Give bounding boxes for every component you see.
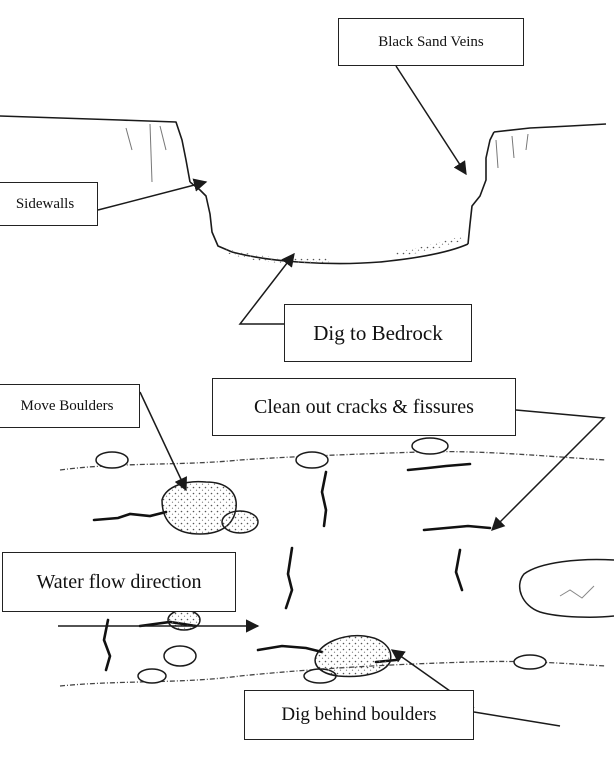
pebble [411, 437, 449, 455]
right-wall-cracks [495, 133, 529, 169]
large-boulder [161, 480, 237, 535]
bedrock-arrow [238, 252, 295, 325]
bedrock-gravel [224, 248, 330, 264]
pebble [95, 451, 129, 469]
crack [320, 470, 328, 528]
crack [454, 548, 464, 592]
dig-to-bedrock-label: Dig to Bedrock [284, 304, 472, 362]
dig-behind-boulders-label: Dig behind boulders [244, 690, 474, 740]
upper-bank-line [59, 450, 607, 471]
clean-cracks-arrow [491, 409, 606, 531]
small-boulder [221, 510, 259, 534]
crack [284, 546, 294, 610]
left-wall-cracks [125, 123, 167, 183]
pebble [167, 609, 201, 631]
crack [256, 644, 324, 654]
right-sidewall [467, 131, 495, 245]
black-sand-deposit [396, 236, 464, 256]
sidewalls-arrow [97, 178, 208, 211]
crack [406, 462, 472, 472]
crack [422, 524, 492, 532]
crack [92, 510, 168, 522]
dig-behind-arrow-2 [473, 711, 561, 727]
crack [102, 618, 112, 672]
move-boulders-label: Move Boulders [0, 384, 140, 428]
clean-out-cracks-label: Clean out cracks & fissures [212, 378, 516, 436]
right-ground-surface [493, 123, 607, 133]
sidewalls-label: Sidewalls [0, 182, 98, 226]
boulders [95, 437, 614, 684]
black-sand-veins-label: Black Sand Veins [338, 18, 524, 66]
left-ground-surface [0, 115, 191, 183]
water-flow-direction-label: Water flow direction [2, 552, 236, 612]
pebble [163, 645, 197, 667]
right-edge-boulder [519, 558, 614, 618]
pebble [295, 451, 329, 469]
black-sand-arrow [395, 65, 467, 176]
move-boulders-arrow [139, 391, 187, 492]
left-sidewall [189, 181, 233, 253]
boulder-behind [314, 634, 392, 678]
pebble [513, 654, 547, 670]
pebble [137, 668, 167, 684]
right-boulder-texture [559, 585, 595, 599]
